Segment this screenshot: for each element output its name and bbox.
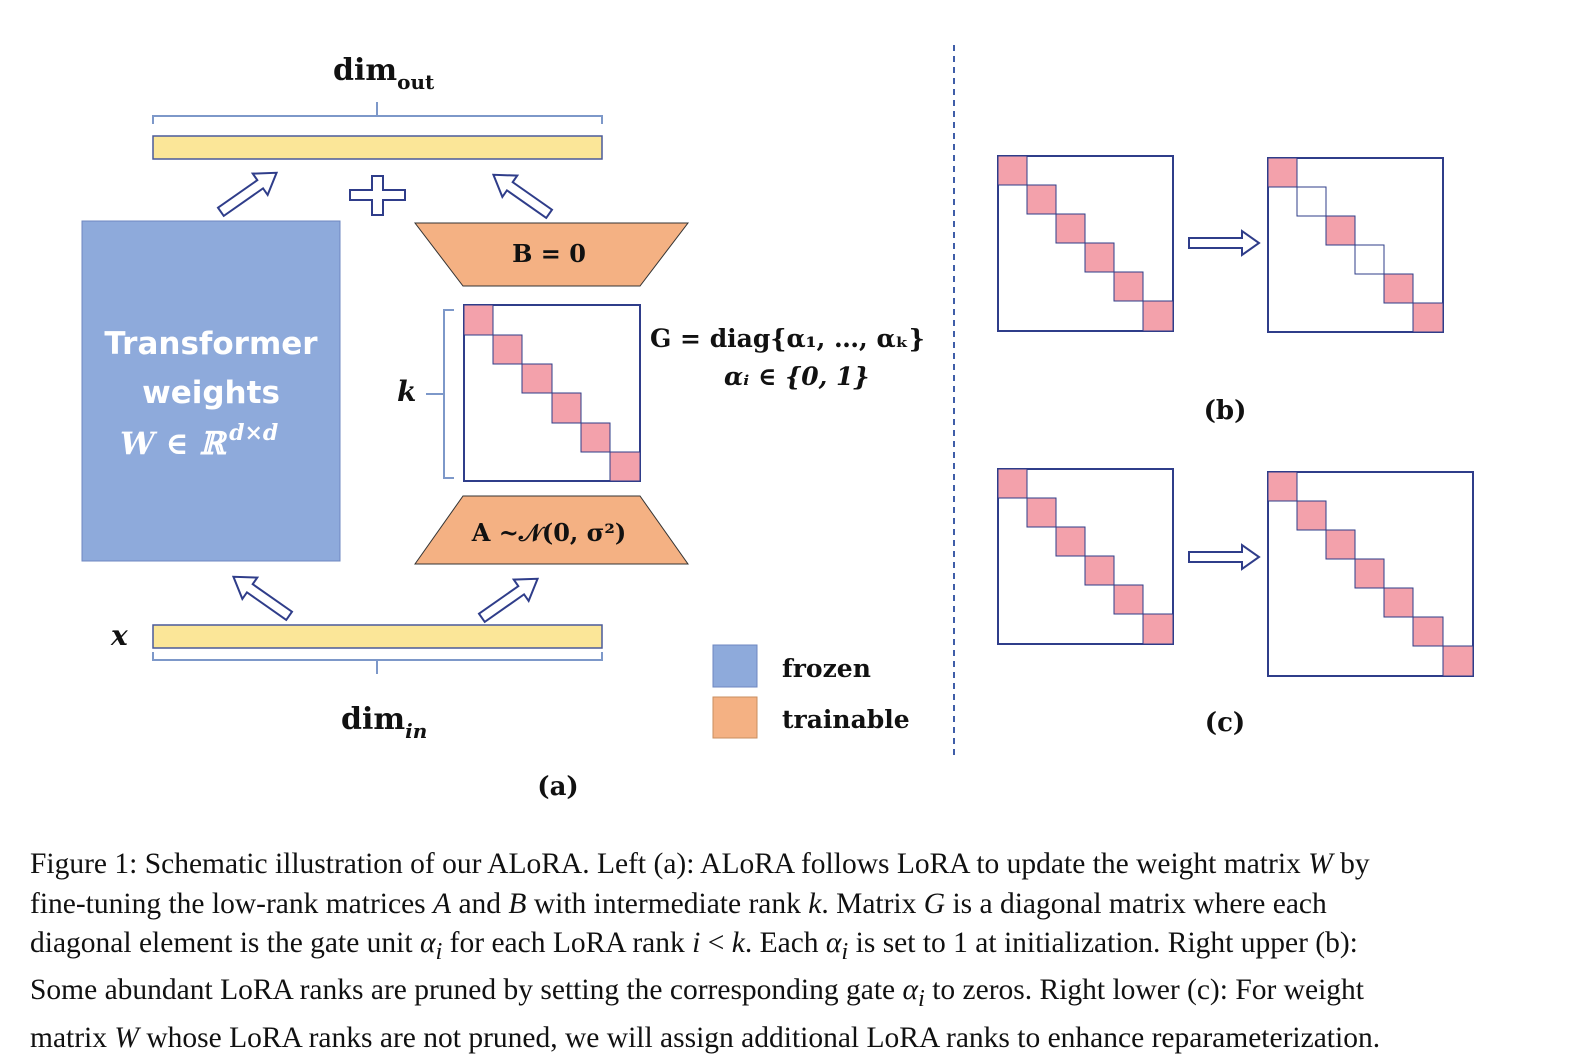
dim-out-label: dimout: [333, 53, 435, 94]
caption-line: Some abundant LoRA ranks are pruned by s…: [30, 974, 1364, 1013]
arrow-w-to-output: [216, 171, 279, 218]
arrow-b-to-output: [491, 173, 554, 220]
figure-caption: Figure 1: Schematic illustration of our …: [30, 845, 1535, 1058]
matrix-b-label: B = 0: [512, 239, 586, 268]
diag-cell: [521, 363, 553, 394]
legend-trainable-swatch: [712, 696, 758, 739]
matrix-g: [463, 304, 641, 482]
input-bar: [152, 624, 603, 649]
matrix-b-trapezoid: [413, 222, 690, 287]
diag-cell: [463, 304, 494, 336]
panel-c-after-matrix: [1267, 471, 1474, 677]
panel-c-before-matrix: [997, 468, 1174, 645]
matrix-a-trapezoid: [414, 495, 689, 565]
transformer-line2: weights: [142, 375, 280, 411]
arrow-input-to-a: [477, 577, 540, 624]
legend-trainable-label: trainable: [782, 705, 910, 734]
caption-line: fine-tuning the low-rank matrices A and …: [30, 887, 1327, 920]
output-bar: [152, 135, 603, 160]
panel-b-arrow: [1188, 229, 1261, 257]
k-label: k: [397, 375, 416, 408]
transformer-weights-box: [81, 220, 341, 562]
panel-b-label: (b): [1204, 396, 1247, 426]
x-label: x: [110, 619, 128, 652]
plus-icon: [349, 175, 406, 216]
dim-in-label: dimin: [341, 702, 427, 743]
caption-line: matrix W whose LoRA ranks are not pruned…: [30, 1021, 1381, 1054]
diag-cell: [551, 392, 582, 424]
panel-c-arrow: [1188, 543, 1261, 571]
k-bracket: [426, 309, 454, 479]
panel-a-label: (a): [537, 772, 578, 802]
alpha-formula: αᵢ ∈ {0, 1}: [724, 362, 869, 391]
diag-cell: [609, 451, 641, 482]
matrix-a-label: A ~𝒩(0, σ²): [471, 518, 626, 547]
diag-cell: [492, 334, 523, 365]
caption-line: diagonal element is the gate unit αi for…: [30, 927, 1358, 965]
legend-frozen-label: frozen: [782, 654, 871, 683]
dim-in-bracket: [152, 652, 603, 674]
panel-c-label: (c): [1205, 708, 1245, 738]
diag-cell: [580, 422, 611, 453]
transformer-line1: Transformer: [104, 326, 318, 362]
panel-b-after-matrix: [1267, 157, 1444, 333]
caption-line: Figure 1: Schematic illustration of our …: [30, 848, 1370, 880]
arrow-input-to-w: [231, 575, 294, 622]
panel-b-before-matrix: [997, 155, 1174, 332]
dim-out-bracket: [152, 102, 603, 124]
legend-frozen-swatch: [712, 644, 758, 688]
g-formula: G = diag{α₁, …, αₖ}: [650, 324, 925, 353]
